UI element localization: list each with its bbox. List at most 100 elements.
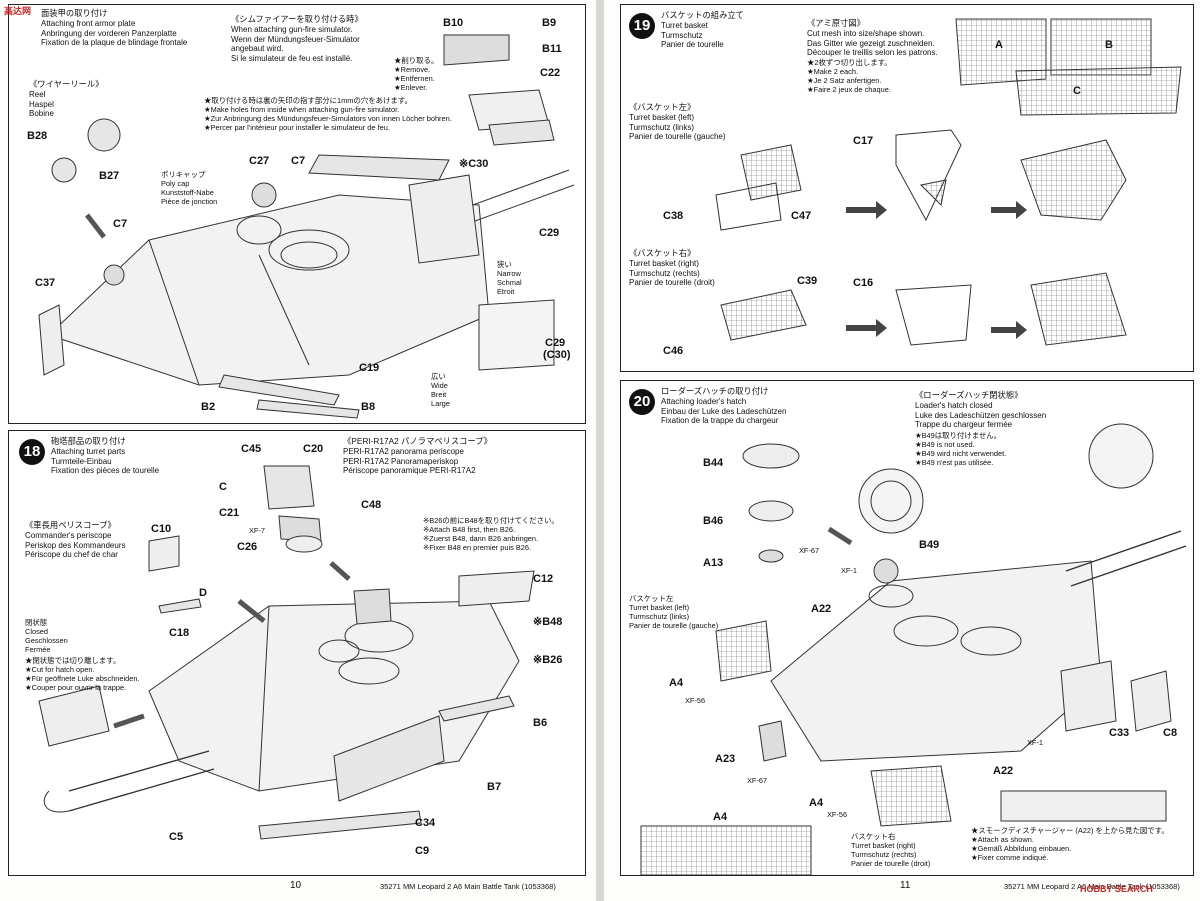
paint-xf7: XF-7 [249, 526, 266, 535]
watermark-top: 高达网 [4, 6, 32, 16]
wide-de: Breit [431, 390, 447, 399]
front-armor-de: Anbringung der vorderen Panzerplatte [41, 28, 177, 38]
step20-title-jp: ローダーズハッチの取り付け [661, 386, 769, 396]
paint-xf56-b: XF-56 [827, 810, 848, 819]
part-b27: B27 [99, 170, 120, 182]
mesh-note-jp: ★2枚ずつ切り出します。 [807, 58, 892, 67]
cut-fr: ★Couper pour ouvrir la trappe. [25, 683, 127, 692]
part-c16: C16 [853, 277, 874, 289]
gun-fire-jp: 《シムファイアーを取り付ける時》 [231, 14, 363, 24]
cmdr-de: Periskop des Kommandeurs [25, 540, 126, 550]
part-c26: C26 [237, 541, 258, 553]
part-a13: A13 [703, 557, 724, 569]
b49-note-en: ★B49 is not used. [915, 440, 975, 449]
basket-right-de: Turmschutz (rechts) [629, 268, 700, 278]
hatch-closed-jp: 《ローダーズハッチ閉状態》 [915, 390, 1023, 400]
remove-en: ★Remove. [394, 65, 431, 74]
basket-left-fr: Panier de tourelle (gauche) [629, 132, 726, 141]
basket-r-fr: Panier de tourelle (droit) [851, 859, 931, 868]
wide-fr: Large [431, 399, 450, 408]
polycap-en: Poly cap [161, 179, 190, 188]
peri-de: PERI-R17A2 Panoramaperiskop [343, 456, 459, 466]
part-c48: C48 [361, 499, 382, 511]
polycap-jp: ポリキャップ [161, 170, 206, 179]
front-armor-en: Attaching front armor plate [41, 19, 136, 28]
part-b11: B11 [542, 43, 562, 55]
cut-en: ★Cut for hatch open. [25, 665, 95, 674]
step19-title-fr: Panier de tourelle [661, 40, 724, 49]
paint-xf67-a: XF-67 [799, 546, 820, 555]
basket-left-en: Turret basket (left) [629, 113, 695, 122]
basket-right-en: Turret basket (right) [629, 259, 699, 268]
part-c29-b: C29 [545, 337, 566, 349]
step20-panel: 20 ローダーズハッチの取り付け Attaching loader's hatc… [620, 380, 1194, 876]
left-footer: 35271 MM Leopard 2 A6 Main Battle Tank (… [380, 882, 556, 891]
page-gutter [596, 0, 604, 901]
step18-illustration [38, 465, 535, 840]
left-page: 面装甲の取り付け Attaching front armor plate Anb… [0, 0, 596, 901]
b26-note-de: ※Zuerst B48, dann B26 anbringen. [423, 534, 539, 543]
left-page-number: 10 [290, 880, 302, 891]
hatch-closed-de: Luke des Ladeschützen geschlossen [915, 410, 1047, 420]
part-b9: B9 [542, 17, 557, 29]
narrow-fr: Etroit [497, 287, 515, 296]
cut-de: ★Für geöffnete Luke abschneiden. [25, 674, 140, 683]
step19-title-jp: バスケットの組み立て [661, 10, 744, 20]
step17-panel: 面装甲の取り付け Attaching front armor plate Anb… [8, 4, 586, 424]
step17-illustration [38, 34, 575, 419]
part-b26: ※B26 [533, 654, 563, 666]
mesh-note-fr: ★Faire 2 jeux de chaque. [807, 85, 891, 94]
part-a4-c: A4 [713, 811, 728, 823]
part-c47: C47 [791, 210, 812, 222]
step19-title-de: Turmschutz [661, 30, 703, 40]
part-c20: C20 [303, 443, 324, 455]
step18-title-fr: Fixation des pièces de tourelle [51, 466, 160, 475]
step18-title-de: Turmteile-Einbau [51, 456, 112, 466]
gun-fire-de2: angebaut wird. [231, 44, 284, 53]
mesh-note-de: ★Je 2 Satz anfertigen. [807, 76, 882, 85]
step20-title-en: Attaching loader's hatch [661, 397, 747, 406]
gun-fire-en: When attaching gun-fire simulator. [231, 25, 353, 34]
step18-number: 18 [19, 439, 45, 465]
basket-left-de: Turmschutz (links) [629, 122, 695, 132]
holes-jp: ★取り付ける時は裏の矢印の指す部分に1mmの穴をあけます。 [204, 96, 412, 105]
smoke-jp: ★スモークディスチャージャー (A22) を上から見た図です。 [971, 826, 1169, 835]
mesh-jp: 《アミ原寸図》 [807, 18, 865, 28]
part-c19: C19 [359, 362, 380, 374]
part-c30-mark: ※C30 [459, 158, 489, 170]
remove-de: ★Entfernen. [394, 74, 435, 83]
right-page-number: 11 [900, 880, 911, 891]
remove-jp: ★削り取る。 [394, 56, 439, 65]
narrow-en: Narrow [497, 269, 521, 278]
mesh-label-b: B [1105, 39, 1113, 51]
step20-title-de: Einbau der Luke des Ladeschützen [661, 406, 787, 416]
part-a4-b: A4 [809, 797, 824, 809]
right-page: 19 バスケットの組み立て Turret basket Turmschutz P… [604, 0, 1200, 901]
step20-title-fr: Fixation de la trappe du chargeur [661, 416, 779, 425]
part-c8: C8 [1163, 727, 1178, 739]
remove-fr: ★Enlever. [394, 83, 428, 92]
holes-en: ★Make holes from inside when attaching g… [204, 105, 400, 114]
cmdr-fr: Périscope du chef de char [25, 550, 118, 559]
part-b49: B49 [919, 539, 940, 551]
step18-title-jp: 砲塔部品の取り付け [51, 436, 126, 446]
basket-r-jp: バスケット右 [851, 832, 896, 841]
part-c18: C18 [169, 627, 190, 639]
part-b28: B28 [27, 130, 48, 142]
basket-l-fr: Panier de tourelle (gauche) [629, 621, 719, 630]
paint-xf1-b: XF-1 [1027, 738, 1044, 747]
gun-fire-fr: Si le simulateur de feu est installé. [231, 53, 353, 63]
part-c27: C27 [249, 155, 270, 167]
part-c38: C38 [663, 210, 684, 222]
basket-r-de: Turmschutz (rechts) [851, 850, 917, 859]
mesh-label-c: C [1073, 85, 1081, 97]
basket-right-jp: 《バスケット右》 [629, 248, 696, 258]
part-c29: C29 [539, 227, 560, 239]
reel-fr: Bobine [29, 109, 54, 118]
part-b7: B7 [487, 781, 502, 793]
part-c33: C33 [1109, 727, 1130, 739]
step19-panel: 19 バスケットの組み立て Turret basket Turmschutz P… [620, 4, 1194, 372]
part-c: C [219, 481, 227, 493]
basket-r-en: Turret basket (right) [851, 841, 916, 850]
cmdr-jp: 《車長用ペリスコープ》 [25, 520, 116, 530]
